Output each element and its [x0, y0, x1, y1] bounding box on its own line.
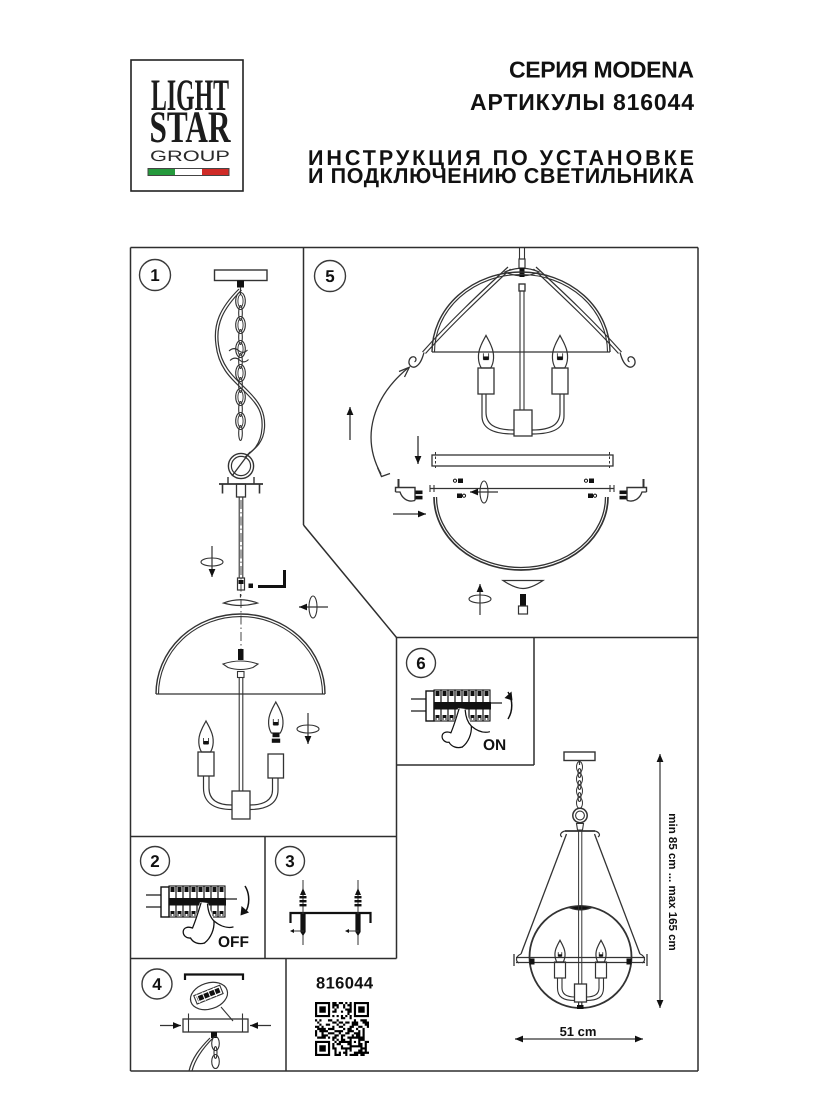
- svg-text:И ПОДКЛЮЧЕНИЮ СВЕТИЛЬНИКА: И ПОДКЛЮЧЕНИЮ СВЕТИЛЬНИКА: [308, 164, 694, 188]
- svg-text:АРТИКУЛЫ 816044: АРТИКУЛЫ 816044: [470, 89, 694, 115]
- svg-text:51 cm: 51 cm: [560, 1024, 597, 1039]
- svg-text:1: 1: [150, 266, 159, 285]
- svg-text:min 85 cm ... max 165 cm: min 85 cm ... max 165 cm: [666, 813, 678, 950]
- svg-text:816044: 816044: [316, 975, 374, 993]
- svg-text:2: 2: [150, 852, 159, 871]
- svg-text:LIGHT: LIGHT: [151, 70, 229, 120]
- svg-text:6: 6: [416, 654, 425, 673]
- svg-text:4: 4: [152, 975, 162, 994]
- svg-text:5: 5: [325, 267, 334, 286]
- svg-text:СЕРИЯ MODENA: СЕРИЯ MODENA: [509, 57, 694, 83]
- svg-text:OFF: OFF: [218, 934, 249, 951]
- svg-text:3: 3: [285, 852, 294, 871]
- svg-text:ON: ON: [483, 737, 506, 754]
- svg-text:STAR: STAR: [150, 102, 231, 152]
- svg-text:ИНСТРУКЦИЯ ПО УСТАНОВКЕ: ИНСТРУКЦИЯ ПО УСТАНОВКЕ: [308, 146, 694, 170]
- svg-text:GROUP: GROUP: [150, 148, 230, 165]
